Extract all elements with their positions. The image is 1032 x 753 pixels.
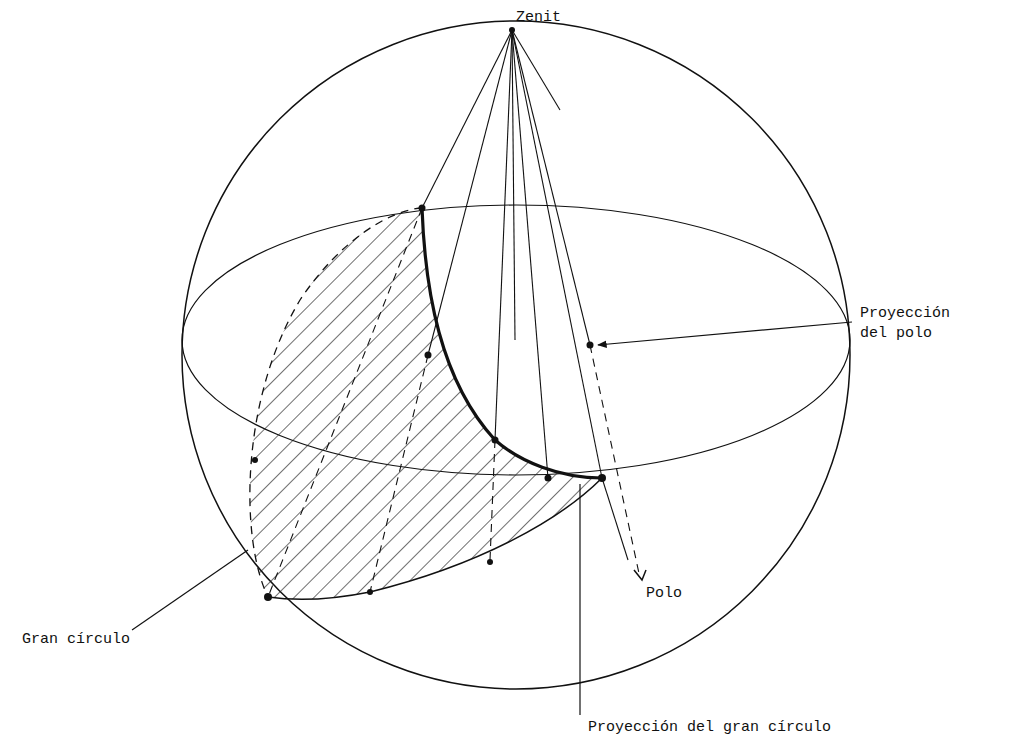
points [252, 27, 606, 601]
zenith-label: Zenit [516, 8, 561, 28]
pole-mark [634, 570, 646, 580]
pole-label: Polo [646, 584, 682, 604]
sphere [182, 21, 850, 689]
hatched-region [250, 208, 602, 599]
pole-projection-label: Proyección del polo [860, 304, 960, 345]
projection-rays [255, 30, 640, 597]
great-circle [268, 478, 602, 599]
great-circle-projection-label: Proyección del gran círculo [588, 718, 831, 738]
great-circle-hidden [250, 208, 422, 597]
great-circle-label: Gran círculo [22, 630, 130, 650]
leader-lines [132, 322, 852, 715]
